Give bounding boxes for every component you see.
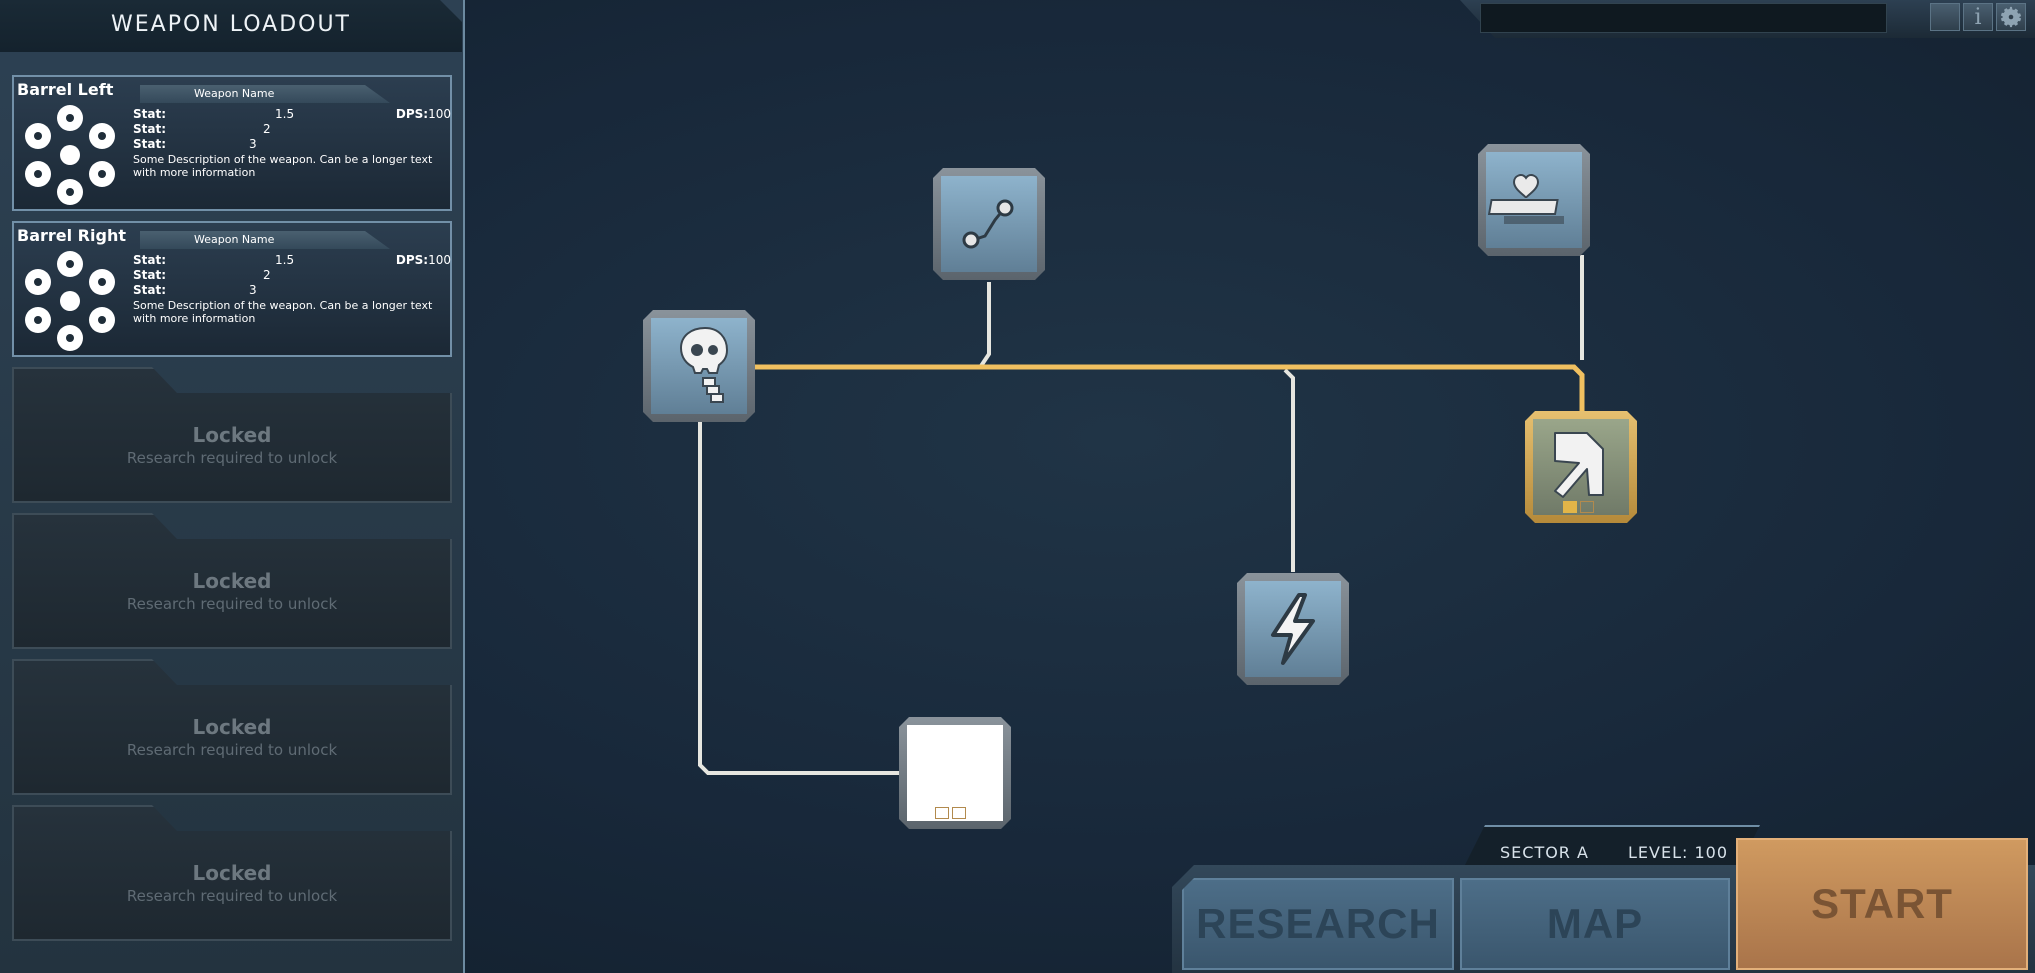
locked-slot: Locked Research required to unlock	[12, 367, 452, 503]
weapon-slot-barrel-right[interactable]: Barrel Right Weapon Name Stat: 1.5 DPS:1…	[12, 221, 452, 357]
gear-icon	[2000, 6, 2022, 28]
stat-label: Stat:	[133, 122, 167, 136]
weapon-slot-barrel-left[interactable]: Barrel Left Weapon Name Stat: 1.5 DPS:10…	[12, 75, 452, 211]
sector-label: SECTOR A	[1500, 843, 1589, 862]
level-pip	[1580, 501, 1594, 513]
link-path-main	[979, 282, 991, 368]
settings-button[interactable]	[1996, 3, 2026, 31]
stat-label: Stat:	[133, 253, 167, 267]
path-icon	[962, 199, 1014, 249]
locked-slot: Locked Research required to unlock	[12, 659, 452, 795]
level-pip-filled	[1563, 501, 1577, 513]
weapon-name-tab	[140, 231, 390, 249]
blank-button[interactable]	[1930, 3, 1960, 31]
stat-value: 3	[249, 137, 257, 151]
dps-readout: DPS:100	[395, 253, 451, 267]
slot-name: Barrel Right	[17, 226, 126, 245]
info-icon: i	[1974, 4, 1982, 30]
stat-label: Stat:	[133, 283, 167, 297]
lightning-icon	[1271, 593, 1315, 665]
tech-node-blank[interactable]	[899, 717, 1011, 829]
weapon-stats: Stat: 1.5 DPS:100 Stat: 2 Stat: 3	[133, 253, 451, 298]
stat-value: 1.5	[275, 253, 295, 267]
tech-node-arrow[interactable]	[1525, 411, 1637, 523]
stat-label: Stat:	[133, 107, 167, 121]
weapon-name: Weapon Name	[194, 87, 275, 100]
locked-subtitle: Research required to unlock	[126, 595, 338, 613]
locked-subtitle: Research required to unlock	[126, 449, 338, 467]
weapon-loadout-panel: WEAPON LOADOUT Barrel Left Weapon Name S…	[0, 0, 465, 973]
skull-icon	[679, 326, 729, 403]
tech-node-lightning[interactable]	[1237, 573, 1349, 685]
tech-node-skull[interactable]	[643, 310, 755, 422]
tech-node-health[interactable]	[1478, 144, 1590, 256]
weapon-name: Weapon Name	[194, 233, 275, 246]
locked-slot: Locked Research required to unlock	[12, 513, 452, 649]
arrow-icon	[1554, 432, 1604, 498]
locked-title: Locked	[192, 423, 272, 447]
tech-node-path[interactable]	[933, 168, 1045, 280]
heart-bar-icon	[1487, 174, 1564, 224]
weapon-name-tab	[140, 85, 390, 103]
weapon-stats: Stat: 1.5 DPS:100 Stat: 2 Stat: 3	[133, 107, 451, 152]
stat-value: 3	[249, 283, 257, 297]
locked-subtitle: Research required to unlock	[126, 887, 338, 905]
stat-value: 2	[263, 268, 271, 282]
weapon-description: Some Description of the weapon. Can be a…	[133, 299, 433, 325]
link-lightning-main	[1283, 368, 1295, 572]
locked-slot: Locked Research required to unlock	[12, 805, 452, 941]
drum-magazine-icon	[25, 251, 115, 351]
link-skull-blank	[698, 420, 900, 775]
info-button[interactable]: i	[1963, 3, 1993, 31]
level-pip	[952, 807, 966, 819]
locked-title: Locked	[192, 861, 272, 885]
stat-value: 2	[263, 122, 271, 136]
map-button[interactable]: MAP	[1460, 878, 1730, 970]
slot-name: Barrel Left	[17, 80, 114, 99]
weapon-description: Some Description of the weapon. Can be a…	[133, 153, 433, 179]
locked-subtitle: Research required to unlock	[126, 741, 338, 759]
stat-label: Stat:	[133, 137, 167, 151]
dps-readout: DPS:100	[395, 107, 451, 121]
locked-title: Locked	[192, 715, 272, 739]
panel-header	[0, 0, 462, 52]
drum-magazine-icon	[25, 105, 115, 205]
start-button[interactable]: START	[1736, 838, 2028, 970]
level-label: LEVEL: 100	[1628, 843, 1729, 862]
panel-title: WEAPON LOADOUT	[111, 12, 351, 37]
locked-title: Locked	[192, 569, 272, 593]
stat-value: 1.5	[275, 107, 295, 121]
research-button[interactable]: RESEARCH	[1182, 878, 1454, 970]
stat-label: Stat:	[133, 268, 167, 282]
link-skull-arrow	[755, 364, 1585, 412]
top-status-field	[1480, 3, 1887, 33]
level-pip	[935, 807, 949, 819]
